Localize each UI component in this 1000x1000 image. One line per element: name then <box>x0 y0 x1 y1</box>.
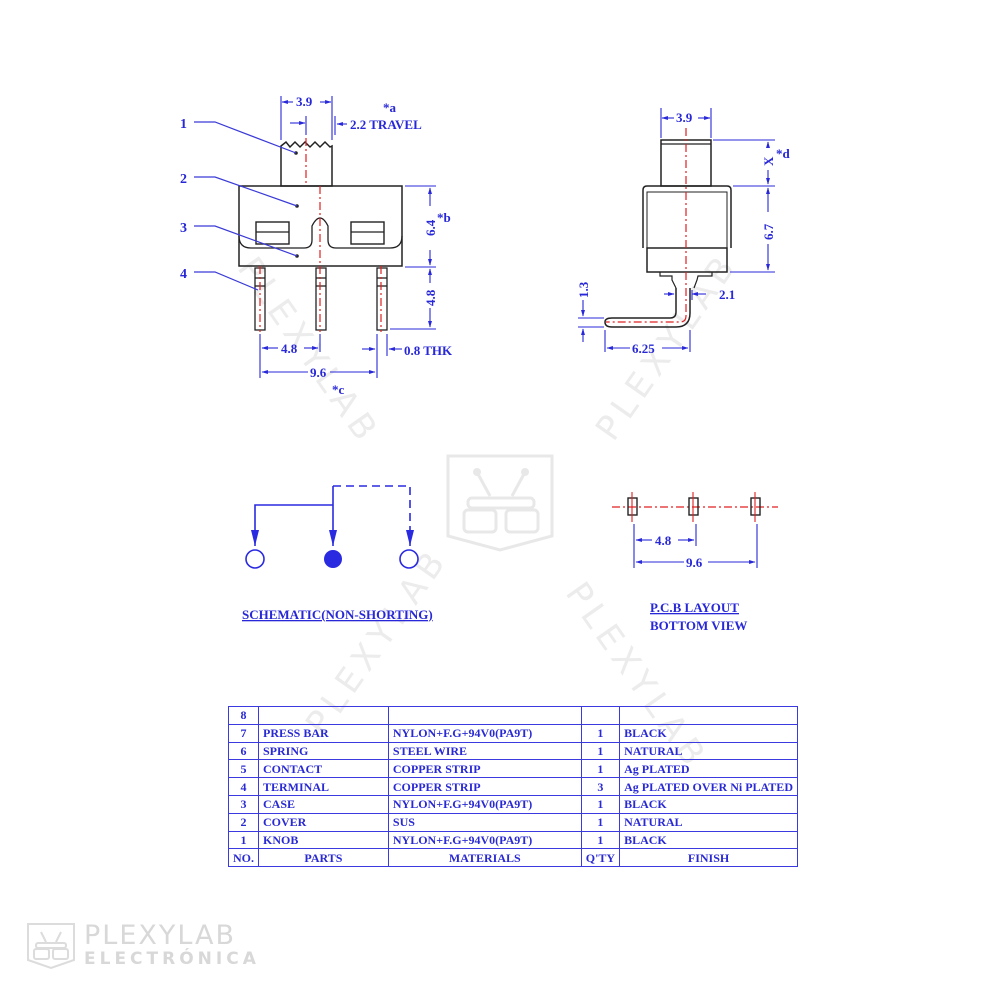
cell-material: NYLON+F.G+94V0(PA9T) <box>387 830 582 850</box>
cell-qty: 1 <box>580 794 621 814</box>
cell-qty: 1 <box>580 723 621 743</box>
pcb-layout: 4.8 9.6 P.C.B LAYOUT BOTTOM VIEW <box>612 492 778 633</box>
dim-side-body-height: 6.7 <box>761 223 776 240</box>
cell-qty: 1 <box>580 759 621 779</box>
cell-no: 5 <box>228 759 259 779</box>
cell-finish: BLACK <box>619 794 798 814</box>
cell-finish: BLACK <box>619 830 798 850</box>
header-parts: PARTS <box>258 848 389 868</box>
note-c: *c <box>332 382 345 397</box>
callout-3: 3 <box>180 221 187 236</box>
note-a: *a <box>383 100 397 115</box>
cell-finish: BLACK <box>619 723 798 743</box>
cell-part: TERMINAL <box>258 777 389 796</box>
dim-x: X <box>761 156 776 166</box>
schematic-title: SCHEMATIC(NON-SHORTING) <box>242 607 433 622</box>
dim-knob-width: 3.9 <box>296 94 313 109</box>
table-header-row: NO. PARTS MATERIALS Q'TY FINISH <box>228 848 798 868</box>
cell-part: SPRING <box>258 741 389 761</box>
table-row: 2 COVER SUS 1 NATURAL <box>228 812 798 832</box>
header-materials: MATERIALS <box>387 848 582 868</box>
table-row: 6 SPRING STEEL WIRE 1 NATURAL <box>228 741 798 761</box>
cell-no: 4 <box>228 777 259 796</box>
cell-part: KNOB <box>258 830 389 850</box>
header-qty: Q'TY <box>580 848 621 868</box>
table-row: 5 CONTACT COPPER STRIP 1 Ag PLATED <box>228 759 798 779</box>
cell-no: 7 <box>228 723 259 743</box>
pcb-title-line2: BOTTOM VIEW <box>650 618 747 633</box>
cell-qty: 1 <box>580 812 621 832</box>
dim-travel: 2.2 TRAVEL <box>350 117 422 132</box>
note-d: *d <box>776 146 791 161</box>
table-row: 7 PRESS BAR NYLON+F.G+94V0(PA9T) 1 BLACK <box>228 723 798 743</box>
cell-no: 2 <box>228 812 259 832</box>
callout-1: 1 <box>180 117 187 132</box>
pcb-dim-pitch: 4.8 <box>655 533 672 548</box>
cell-material: COPPER STRIP <box>387 759 582 779</box>
dim-thk: 0.8 THK <box>404 343 453 358</box>
dim-pin-length: 4.8 <box>423 289 438 306</box>
cell-no: 6 <box>228 741 259 761</box>
header-no: NO. <box>228 848 259 868</box>
cell-no: 1 <box>228 830 259 850</box>
side-view: 3.9 X *d 6.7 1.3 2.1 6.25 <box>576 108 791 356</box>
cell-no: 8 <box>228 706 259 725</box>
cell-finish: NATURAL <box>619 812 798 832</box>
note-b: *b <box>437 210 451 225</box>
brand-name: PLEXYLAB <box>84 920 237 951</box>
cell-material: NYLON+F.G+94V0(PA9T) <box>387 794 582 814</box>
cell-qty: 3 <box>580 777 621 796</box>
front-view: 1 2 3 4 <box>180 94 453 397</box>
callout-2: 2 <box>180 172 187 187</box>
cell-finish <box>619 706 798 725</box>
cell-part: CONTACT <box>258 759 389 779</box>
cell-finish: Ag PLATED <box>619 759 798 779</box>
cell-material <box>387 706 582 725</box>
dim-side-knob-width: 3.9 <box>676 110 693 125</box>
table-row: 1 KNOB NYLON+F.G+94V0(PA9T) 1 BLACK <box>228 830 798 850</box>
cell-material: SUS <box>387 812 582 832</box>
cell-material: COPPER STRIP <box>387 777 582 796</box>
pcb-title-line1: P.C.B LAYOUT <box>650 600 739 615</box>
brand-logo-icon <box>27 923 75 970</box>
table-row: 3 CASE NYLON+F.G+94V0(PA9T) 1 BLACK <box>228 794 798 814</box>
cell-finish: Ag PLATED OVER Ni PLATED <box>619 777 798 796</box>
table-row: 4 TERMINAL COPPER STRIP 3 Ag PLATED OVER… <box>228 777 798 796</box>
technical-drawing: 1 2 3 4 <box>180 94 791 633</box>
dim-pin-offset: 2.1 <box>719 287 735 302</box>
bom-table: 8 7 PRESS BAR NYLON+F.G+94V0(PA9T) 1 BLA… <box>228 706 798 868</box>
header-finish: FINISH <box>619 848 798 868</box>
cell-qty: 1 <box>580 830 621 850</box>
table-row: 8 <box>228 706 798 725</box>
cell-material: STEEL WIRE <box>387 741 582 761</box>
schematic: SCHEMATIC(NON-SHORTING) <box>242 485 433 622</box>
dim-span: 9.6 <box>310 365 327 380</box>
cell-qty: 1 <box>580 741 621 761</box>
callout-4: 4 <box>180 267 187 282</box>
dim-pitch: 4.8 <box>281 341 298 356</box>
cell-finish: NATURAL <box>619 741 798 761</box>
brand-subtitle: ELECTRÓNICA <box>84 949 260 969</box>
cell-part <box>258 706 389 725</box>
dim-bend-length: 6.25 <box>632 341 655 356</box>
cell-part: CASE <box>258 794 389 814</box>
brand-watermark: PLEXYLAB ELECTRÓNICA <box>26 922 260 970</box>
cell-material: NYLON+F.G+94V0(PA9T) <box>387 723 582 743</box>
cell-qty <box>580 706 621 725</box>
cell-part: PRESS BAR <box>258 723 389 743</box>
dim-bend-height: 1.3 <box>576 281 591 298</box>
cell-part: COVER <box>258 812 389 832</box>
pcb-dim-span: 9.6 <box>686 555 703 570</box>
watermark-logo-icon <box>446 454 554 552</box>
cell-no: 3 <box>228 794 259 814</box>
dim-body-height: 6.4 <box>423 219 438 236</box>
